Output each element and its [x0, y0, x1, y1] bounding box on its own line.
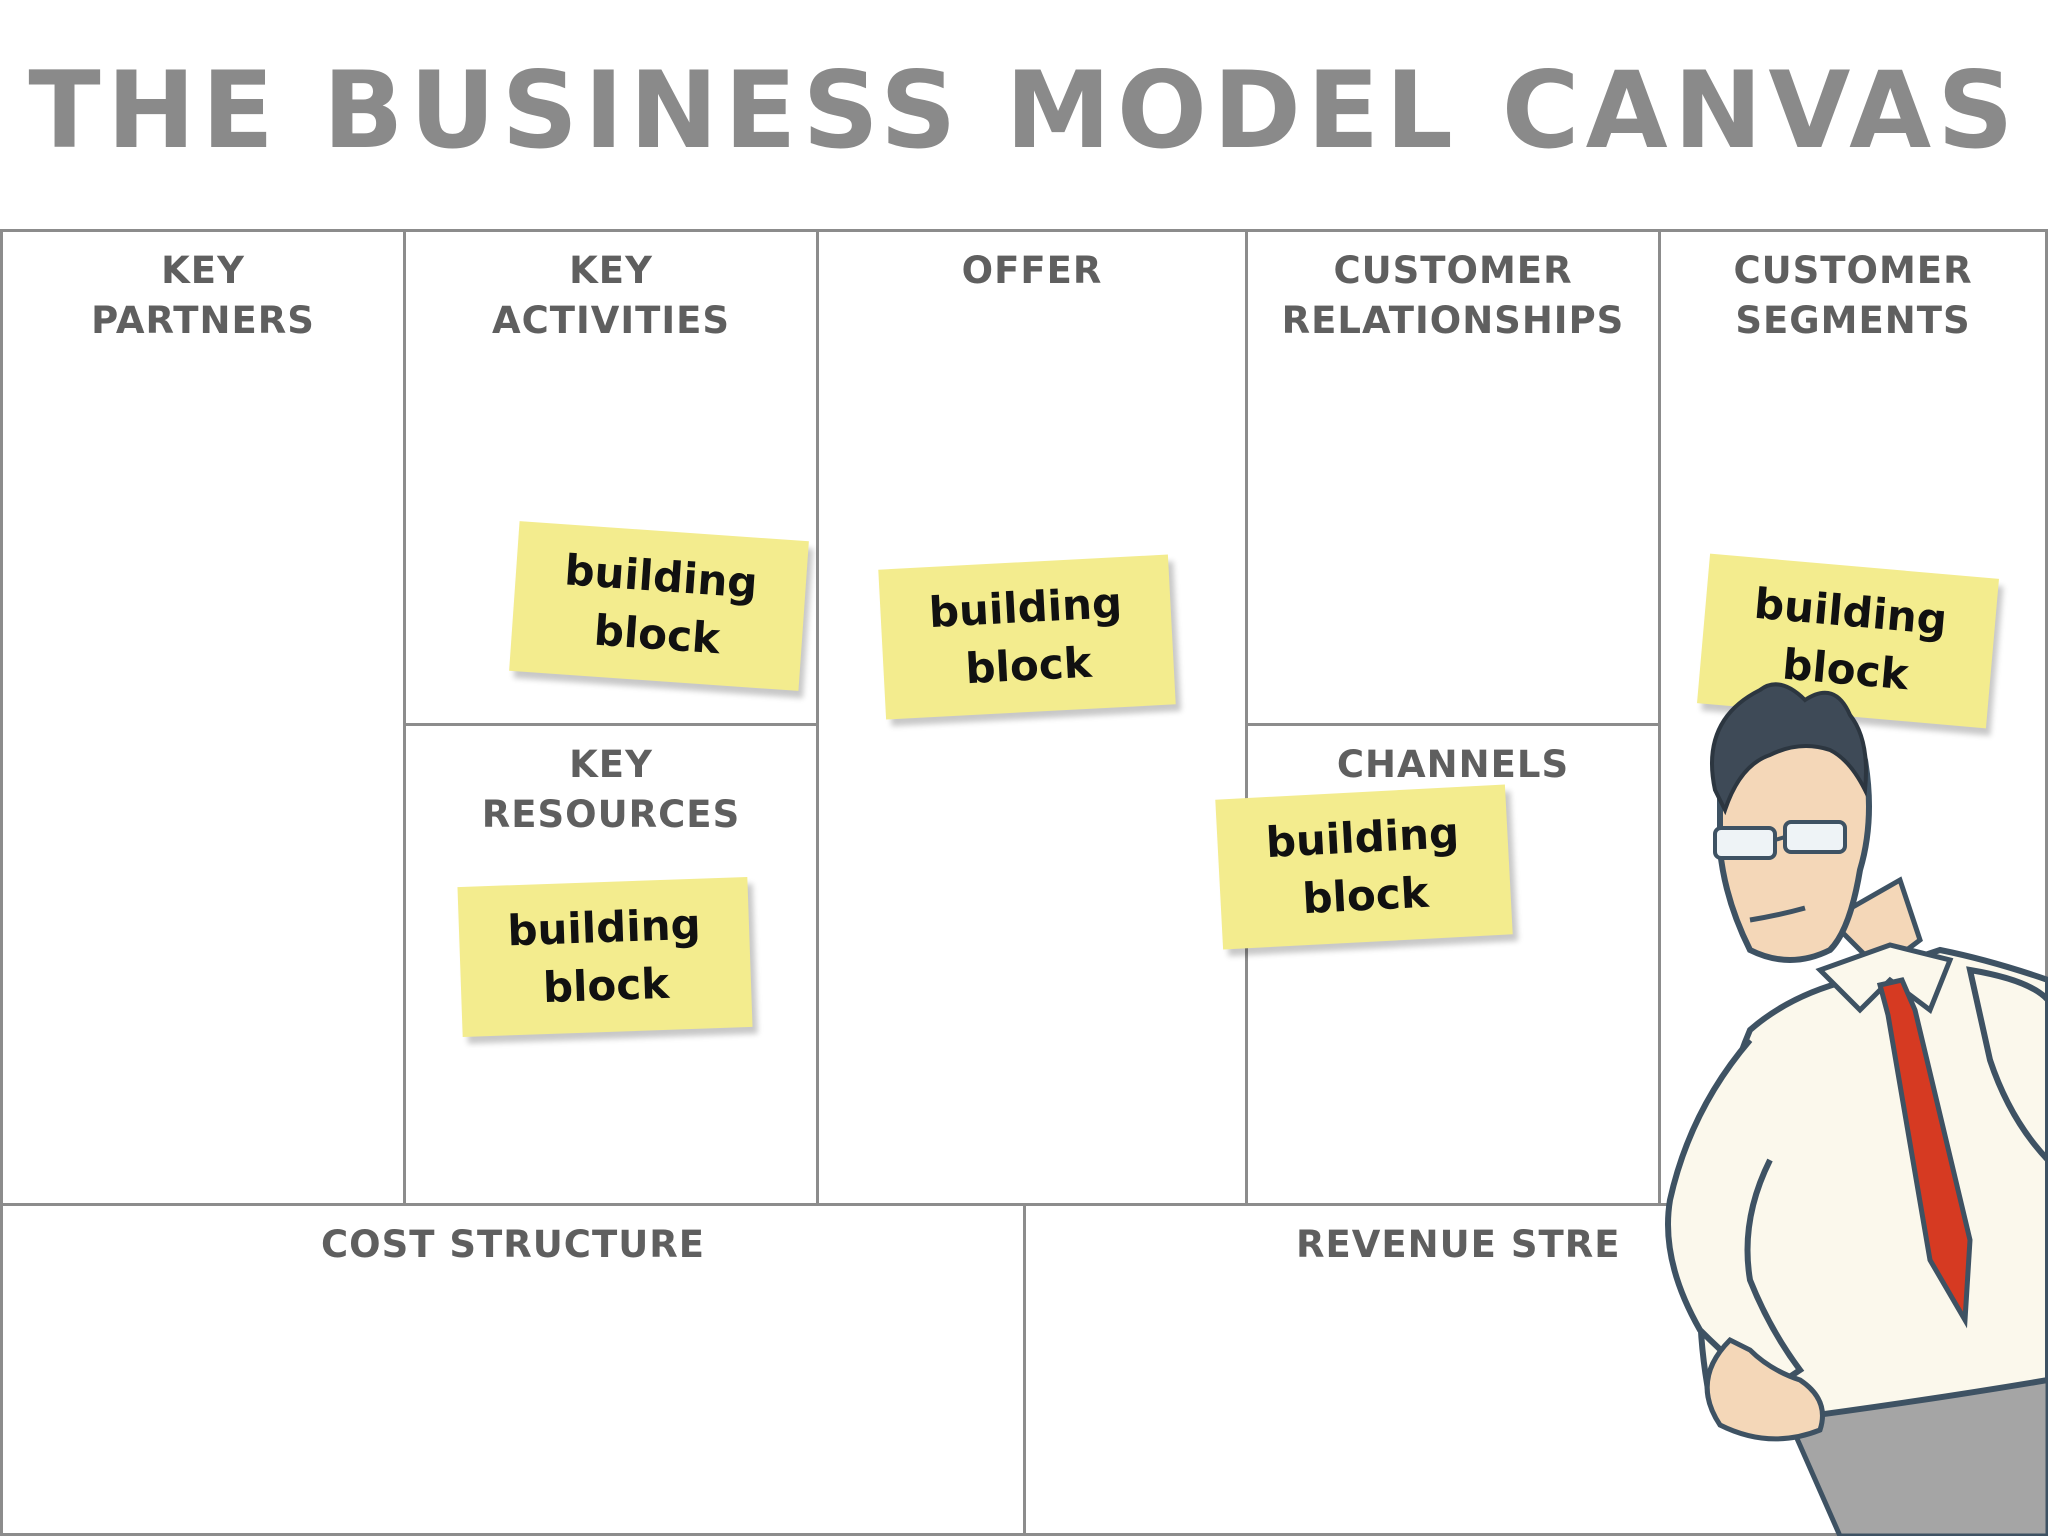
block-label: Customer Segments: [1733, 249, 1973, 342]
mouth: [1749, 905, 1806, 923]
collar: [1815, 942, 1954, 1014]
block-label: Offer: [961, 249, 1103, 292]
block-label: Revenue Stre: [1296, 1223, 1621, 1266]
tie: [1876, 977, 1973, 1329]
hair: [1710, 682, 1868, 816]
block-label: Key Resources: [481, 743, 741, 836]
businessman-illustration: [1665, 682, 2048, 1536]
block-offer: Offer: [816, 229, 1248, 1206]
glasses-lens: [1713, 826, 1777, 860]
canvas-title: The Business Model Canvas: [28, 48, 2020, 172]
sticky-note[interactable]: building block: [878, 554, 1176, 720]
block-cost-structure: Cost Structure: [0, 1203, 1026, 1536]
note-line: block: [542, 958, 670, 1013]
note-line: building: [927, 578, 1124, 638]
block-key-partners: Key Partners: [0, 229, 406, 1206]
sticky-note[interactable]: building block: [457, 876, 753, 1038]
block-label: Customer Relationships: [1281, 249, 1625, 342]
note-line: building: [1264, 808, 1461, 868]
block-label: Key Partners: [91, 249, 315, 342]
note-line: block: [1301, 867, 1430, 924]
note-line: building: [1752, 578, 1949, 645]
note-line: block: [964, 637, 1093, 694]
business-model-canvas: Key Partners Key Activities Key Resource…: [0, 229, 2048, 1536]
sticky-note[interactable]: building block: [509, 521, 809, 691]
glasses-lens: [1783, 820, 1847, 854]
block-customer-relationships: Customer Relationships: [1245, 229, 1661, 726]
block-label: Channels: [1336, 743, 1570, 786]
block-label: Cost Structure: [321, 1223, 705, 1266]
note-line: building: [562, 545, 760, 608]
sticky-note[interactable]: building block: [1215, 784, 1513, 950]
hand: [1704, 1336, 1825, 1442]
note-line: block: [592, 605, 722, 664]
block-label: Key Activities: [491, 249, 731, 342]
note-line: building: [506, 899, 702, 956]
